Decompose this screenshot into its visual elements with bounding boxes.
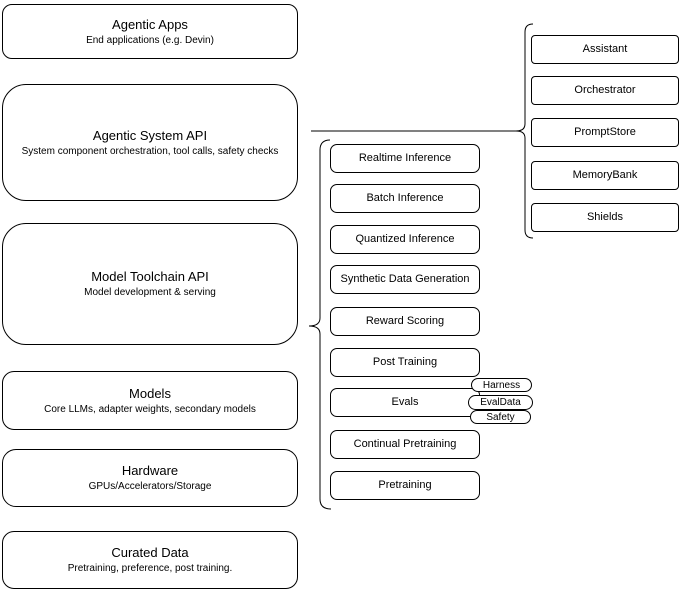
agentic-node-shields: Shields: [531, 203, 679, 232]
toolchain-components-brace: [308, 139, 332, 510]
agentic-node-memorybank: MemoryBank: [531, 161, 679, 190]
node-agentic-system-api: Agentic System API System component orch…: [2, 84, 298, 201]
node-subtitle: Core LLMs, adapter weights, secondary mo…: [44, 403, 256, 415]
agentic-node-orchestrator: Orchestrator: [531, 76, 679, 105]
node-model-toolchain-api: Model Toolchain API Model development & …: [2, 223, 298, 345]
toolchain-node-evals: Evals: [330, 388, 480, 417]
node-curated-data: Curated Data Pretraining, preference, po…: [2, 531, 298, 589]
node-title: Agentic System API: [92, 127, 208, 143]
node-subtitle: Pretraining, preference, post training.: [67, 563, 233, 574]
agentic-node-promptstore: PromptStore: [531, 118, 679, 147]
node-agentic-apps: Agentic Apps End applications (e.g. Devi…: [2, 4, 298, 59]
agentic-node-assistant: Assistant: [531, 35, 679, 64]
node-title: Models: [129, 385, 171, 401]
evals-pill-safety: Safety: [470, 410, 531, 424]
node-subtitle: Model development & serving: [84, 287, 216, 298]
node-title: Model Toolchain API: [91, 269, 209, 284]
evals-pill-evaldata: EvalData: [468, 395, 533, 410]
toolchain-node-realtime-inference: Realtime Inference: [330, 144, 480, 173]
toolchain-node-post-training: Post Training: [330, 348, 480, 377]
evals-pill-harness: Harness: [471, 378, 532, 392]
node-title: Curated Data: [111, 545, 189, 560]
node-subtitle: System component orchestration, tool cal…: [21, 145, 279, 157]
toolchain-node-synthetic-data-generation: Synthetic Data Generation: [330, 265, 480, 294]
agentic-components-brace: [515, 23, 534, 239]
toolchain-node-pretraining: Pretraining: [330, 471, 480, 500]
node-hardware: Hardware GPUs/Accelerators/Storage: [2, 449, 298, 507]
node-subtitle: GPUs/Accelerators/Storage: [88, 481, 212, 492]
toolchain-node-continual-pretraining: Continual Pretraining: [330, 430, 480, 459]
node-title: Hardware: [121, 463, 179, 478]
toolchain-node-quantized-inference: Quantized Inference: [330, 225, 480, 254]
node-models: Models Core LLMs, adapter weights, secon…: [2, 371, 298, 430]
node-title: Agentic Apps: [112, 16, 188, 32]
toolchain-node-reward-scoring: Reward Scoring: [330, 307, 480, 336]
toolchain-node-batch-inference: Batch Inference: [330, 184, 480, 213]
node-subtitle: End applications (e.g. Devin): [86, 34, 214, 46]
